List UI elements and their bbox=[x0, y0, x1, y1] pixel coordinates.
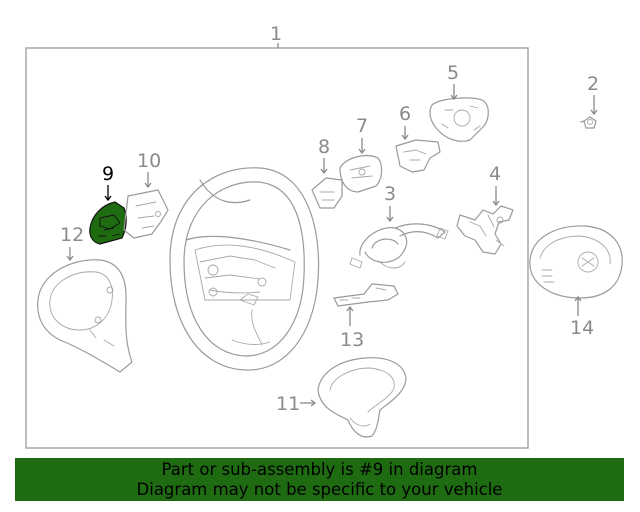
part-13-module bbox=[333, 283, 399, 307]
assembly-frame bbox=[25, 47, 529, 449]
part-10-switch bbox=[123, 189, 169, 239]
part-7-switch bbox=[339, 155, 383, 193]
part-3-harness bbox=[349, 223, 449, 269]
part-6-switch bbox=[395, 139, 441, 173]
info-banner: Part or sub-assembly is #9 in diagram Di… bbox=[15, 458, 624, 501]
callout-7: 7 bbox=[356, 115, 368, 137]
part-11-trim bbox=[317, 357, 407, 438]
callout-12: 12 bbox=[60, 224, 84, 246]
part-14-airbag bbox=[529, 225, 623, 299]
banner-line-1: Part or sub-assembly is #9 in diagram bbox=[161, 460, 478, 479]
callout-9: 9 bbox=[102, 163, 114, 185]
callout-5: 5 bbox=[447, 62, 459, 84]
part-5-switch bbox=[429, 97, 489, 142]
steering-wheel bbox=[169, 167, 320, 371]
callout-13: 13 bbox=[340, 329, 364, 351]
callout-4: 4 bbox=[489, 163, 501, 185]
callout-8: 8 bbox=[318, 136, 330, 158]
part-4-bracket bbox=[456, 205, 514, 255]
callout-6: 6 bbox=[399, 103, 411, 125]
callout-11: 11 bbox=[276, 393, 300, 415]
part-12-cover bbox=[37, 259, 133, 373]
part-2-screw bbox=[580, 116, 597, 129]
callout-2: 2 bbox=[587, 73, 599, 95]
callout-1: 1 bbox=[270, 23, 282, 45]
part-8-switch bbox=[311, 177, 343, 209]
parts-diagram: 1 2 3 4 bbox=[25, 23, 623, 449]
part-9-switch-highlighted bbox=[89, 201, 127, 245]
callout-14: 14 bbox=[570, 317, 594, 339]
banner-line-2: Diagram may not be specific to your vehi… bbox=[136, 480, 503, 499]
callout-3: 3 bbox=[384, 183, 396, 205]
callout-10: 10 bbox=[137, 150, 161, 172]
